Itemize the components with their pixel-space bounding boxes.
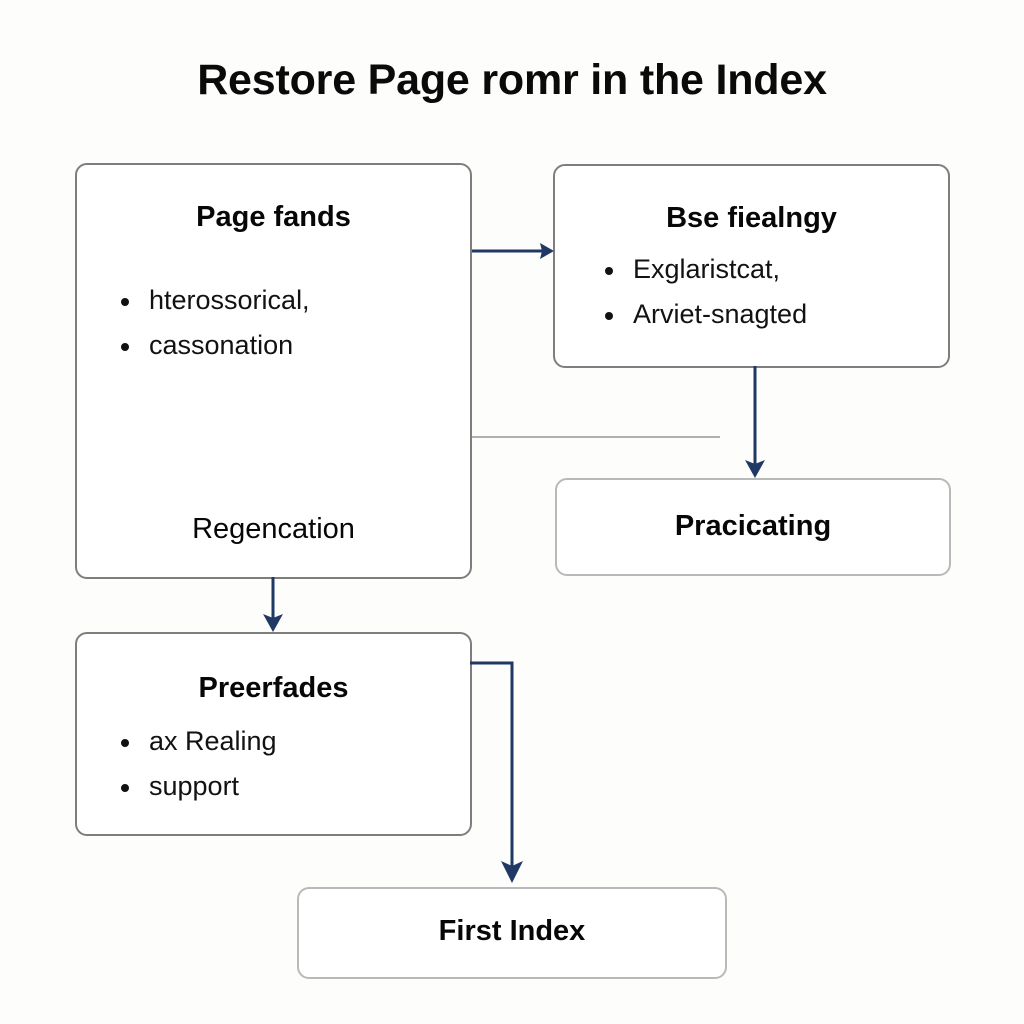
- bullet-dot-icon: [121, 739, 129, 747]
- node-bse-fiealngy-bullets: Exglaristcat, Arviet-snagted: [603, 256, 807, 346]
- list-item: Exglaristcat,: [603, 256, 807, 283]
- node-bse-fiealngy-heading: Bse fiealngy: [666, 202, 837, 234]
- node-preerfades-bullets: ax Realing support: [119, 728, 277, 818]
- node-preerfades-heading: Preerfades: [198, 672, 349, 704]
- list-item-label: support: [149, 771, 240, 801]
- list-item-label: cassonation: [149, 330, 294, 360]
- node-pracicating-heading: Pracicating: [674, 510, 832, 542]
- bullet-dot-icon: [121, 298, 129, 306]
- list-item: hterossorical,: [119, 287, 310, 314]
- bullet-dot-icon: [605, 312, 613, 320]
- node-page-fands-bullets: hterossorical, cassonation: [119, 287, 310, 377]
- connector-preerfades-to-first-index: [468, 655, 538, 895]
- list-item: support: [119, 773, 277, 800]
- node-first-index-heading: First Index: [438, 915, 586, 947]
- node-page-fands-heading: Page fands: [196, 201, 351, 233]
- list-item: ax Realing: [119, 728, 277, 755]
- connector-page-fands-to-bse-fiealngy: [470, 235, 560, 267]
- connector-page-fands-to-pracicating-guide: [472, 427, 724, 447]
- connector-bse-fiealngy-to-pracicating: [739, 366, 771, 484]
- list-item-label: hterossorical,: [149, 285, 310, 315]
- list-item: Arviet-snagted: [603, 301, 807, 328]
- node-page-fands[interactable]: Page fands hterossorical, cassonation Re…: [75, 163, 472, 579]
- list-item-label: Arviet-snagted: [633, 299, 808, 329]
- node-pracicating[interactable]: Pracicating: [555, 478, 951, 576]
- bullet-dot-icon: [121, 343, 129, 351]
- bullet-dot-icon: [121, 784, 129, 792]
- node-preerfades[interactable]: Preerfades ax Realing support: [75, 632, 472, 836]
- node-page-fands-footer: Regencation: [192, 513, 355, 545]
- list-item-label: ax Realing: [149, 726, 277, 756]
- list-item: cassonation: [119, 332, 310, 359]
- node-first-index[interactable]: First Index: [297, 887, 727, 979]
- node-bse-fiealngy[interactable]: Bse fiealngy Exglaristcat, Arviet-snagte…: [553, 164, 950, 368]
- list-item-label: Exglaristcat,: [633, 254, 781, 284]
- bullet-dot-icon: [605, 267, 613, 275]
- page-title: Restore Page romr in the Index: [197, 56, 827, 104]
- connector-page-fands-to-preerfades: [257, 577, 289, 637]
